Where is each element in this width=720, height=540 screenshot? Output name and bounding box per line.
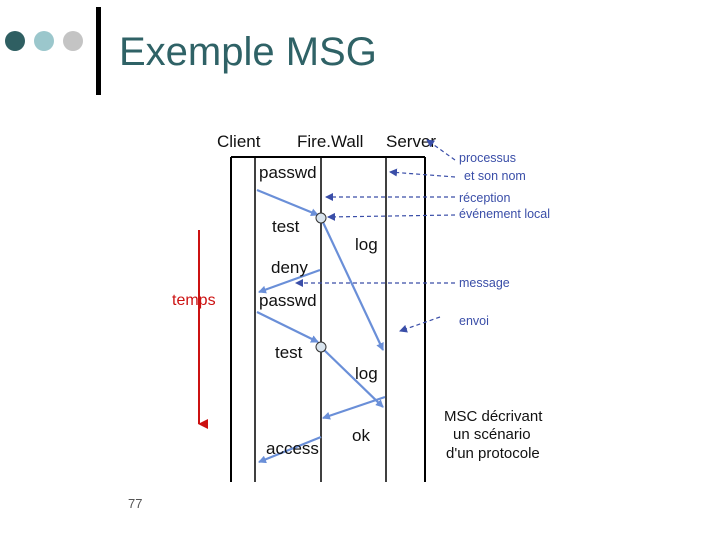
arrow-passwd-2 (256, 311, 319, 343)
caption-line-2: un scénario (453, 426, 531, 443)
title-divider (96, 7, 101, 95)
pointer-envoi (399, 316, 441, 333)
msg-log-1: log (355, 235, 378, 254)
pointer-process (389, 168, 456, 178)
process-server: Server (386, 132, 436, 151)
note-evenement-local: événement local (459, 207, 550, 221)
caption-line-1: MSC décrivant (444, 408, 543, 425)
slide-title: Exemple MSG (119, 30, 377, 74)
bullet-dot-dark (5, 31, 25, 51)
note-reception: réception (459, 191, 510, 205)
caption-line-3: d'un protocole (446, 445, 540, 462)
msg-deny: deny (271, 258, 308, 277)
local-event-2 (315, 341, 327, 353)
bullet-dot-grey (63, 31, 83, 51)
arrow-log-2 (320, 346, 384, 408)
bullet-dot-light (34, 31, 54, 51)
arrow-ok (322, 395, 386, 420)
msg-test-1: test (272, 217, 300, 236)
note-processus: processus (459, 151, 516, 165)
arrow-deny (258, 268, 321, 294)
process-client: Client (217, 132, 261, 151)
diagram-frame (230, 156, 426, 482)
msg-log-2: log (355, 364, 378, 383)
message-arrows (256, 188, 386, 464)
pointer-process-name (426, 139, 456, 161)
note-et-son-nom: et son nom (464, 169, 526, 183)
msg-passwd-1: passwd (259, 163, 317, 182)
msg-passwd-2: passwd (259, 291, 317, 310)
msg-test-2: test (275, 343, 303, 362)
local-event-1 (315, 212, 327, 224)
arrow-log-1 (320, 217, 384, 351)
process-firewall: Fire.Wall (297, 132, 363, 151)
arrow-access (258, 435, 322, 464)
note-envoi: envoi (459, 314, 489, 328)
annotation-pointers (295, 139, 456, 333)
msg-access: access (266, 439, 319, 458)
pointer-local-event (327, 212, 456, 221)
msg-ok: ok (352, 426, 370, 445)
note-message: message (459, 276, 510, 290)
time-label: temps (172, 292, 216, 309)
arrow-passwd-1 (256, 188, 319, 217)
page-number: 77 (128, 496, 143, 511)
